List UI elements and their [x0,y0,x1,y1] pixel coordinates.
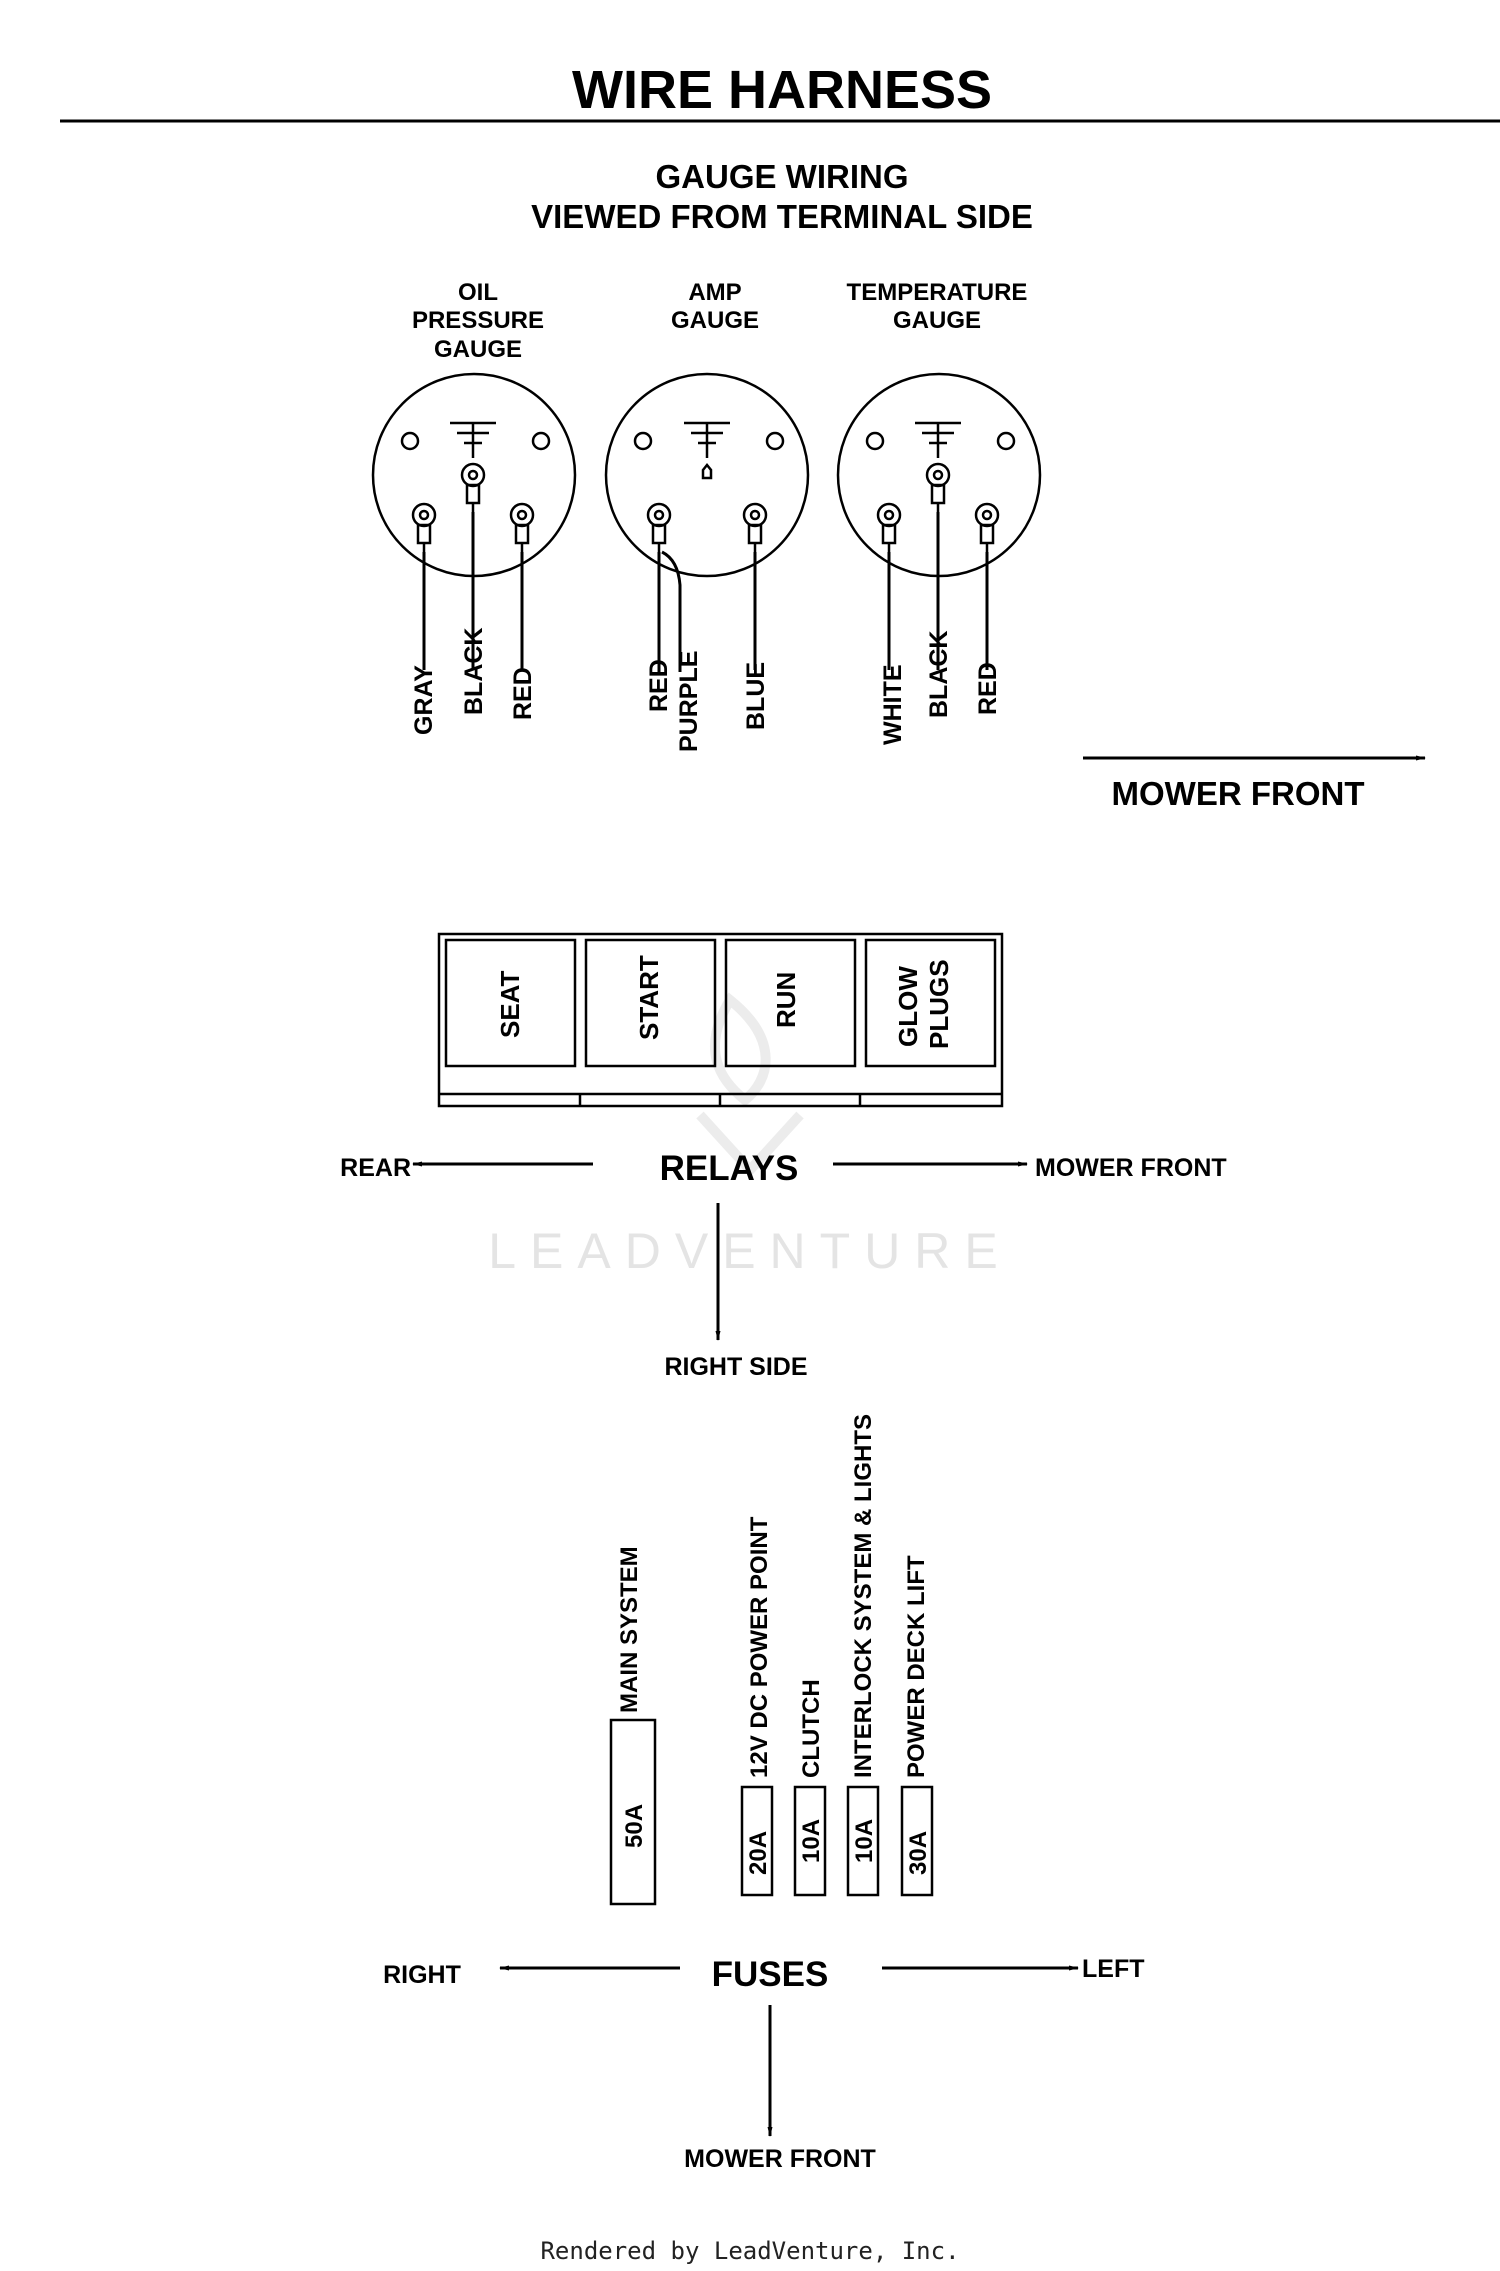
relay-label-plugs: PLUGS [924,959,954,1049]
mounting-hole [400,431,420,451]
fuse-name: CLUTCH [798,1679,825,1778]
terminal-left [646,502,682,672]
relays-orientation: RELAYS REAR MOWER FRONT RIGHT SIDE [340,1149,1226,1381]
gauge-body [604,372,810,578]
fuse-name: POWER DECK LIFT [903,1555,930,1778]
gauge-label-line: TEMPERATURE [847,279,1028,306]
relay-glow-plugs [864,938,997,1068]
gauge-heading-line1: GAUGE WIRING [656,158,909,195]
ground-icon [450,421,496,458]
fuse-rating: 10A [798,1819,825,1863]
fuse-rating: 50A [621,1804,648,1848]
wire-label-black: BLACK [925,631,953,719]
relay-label-seat: SEAT [495,970,525,1038]
fuse-rating: 20A [745,1831,772,1875]
gauge-label-line: PRESSURE [412,307,544,334]
left-label: LEFT [1082,1955,1145,1983]
terminal-right [509,502,535,670]
relays-label: RELAYS [660,1149,799,1188]
mounting-hole [633,431,653,451]
relay-seat [444,938,577,1068]
mower-front-label: MOWER FRONT [1112,775,1365,812]
fuse-clutch [793,1785,827,1897]
temperature-gauge-label: TEMPERATURE GAUGE [847,279,1028,334]
relay-label-glow: GLOW [893,966,923,1047]
fuses-orientation: FUSES RIGHT LEFT MOWER FRONT [383,1955,1144,2173]
gauge-label-line: AMP [688,279,741,306]
center-stud [701,462,713,480]
relay-block [437,932,1004,1108]
relay-run [724,938,857,1068]
wire-label-white: WHITE [879,664,907,745]
watermark-text: LEADVENTURE [488,1223,1012,1279]
gauge-label-line: GAUGE [671,307,759,334]
gauge-heading-line2: VIEWED FROM TERMINAL SIDE [531,198,1033,235]
relay-start [584,938,717,1068]
right-label: RIGHT [383,1961,461,1989]
fuse-name: MAIN SYSTEM [616,1546,643,1713]
fuse-main-system [609,1718,657,1906]
gauge-mower-front-arrow: MOWER FRONT [1083,755,1426,812]
gauge-label-line: GAUGE [893,307,981,334]
mounting-hole [765,431,785,451]
gauge-label-line: GAUGE [434,336,522,363]
temperature-gauge [836,372,1042,670]
fuse-name: INTERLOCK SYSTEM & LIGHTS [850,1414,877,1778]
terminal-center [925,462,951,670]
ground-icon [915,421,961,458]
mower-front-label: MOWER FRONT [684,2145,876,2173]
watermark: LEADVENTURE [488,992,1012,1279]
mounting-hole [996,431,1016,451]
right-side-label: RIGHT SIDE [664,1353,807,1381]
amp-gauge [604,372,810,672]
wire-label-blue: BLUE [742,662,770,730]
oil-pressure-gauge [371,372,577,670]
relay-label-run: RUN [771,972,801,1028]
terminal-left [876,502,902,670]
amp-gauge-label: AMP GAUGE [671,279,759,334]
fuse-name: 12V DC POWER POINT [746,1516,773,1778]
fuse-power-deck-lift [900,1785,934,1897]
terminal-right [742,502,768,670]
wire-label-purple: PURPLE [675,651,703,752]
fuse-block [609,1718,934,1906]
ground-icon [684,421,730,458]
wire-label-black: BLACK [460,628,488,716]
terminal-center [460,462,486,670]
mounting-hole [531,431,551,451]
gauge-label-line: OIL [458,279,498,306]
page-title: WIRE HARNESS [572,60,992,120]
relay-label-start: START [634,955,664,1040]
fuses-label: FUSES [712,1955,829,1994]
terminal-left [411,502,437,670]
oil-pressure-gauge-label: OIL PRESSURE GAUGE [412,279,544,363]
fuse-12v-dc-power-point [740,1785,774,1897]
wire-label-red: RED [974,662,1002,715]
wire-label-red: RED [645,659,673,712]
terminal-right [974,502,1000,670]
wire-label-gray: GRAY [410,665,438,735]
rendered-by-credit: Rendered by LeadVenture, Inc. [540,2237,959,2265]
rear-label: REAR [340,1154,411,1182]
fuse-rating: 30A [905,1831,932,1875]
fuse-rating: 10A [851,1819,878,1863]
wire-label-red: RED [509,667,537,720]
mower-front-label: MOWER FRONT [1035,1154,1227,1182]
fuse-interlock-system-lights [846,1785,880,1897]
mounting-hole [865,431,885,451]
